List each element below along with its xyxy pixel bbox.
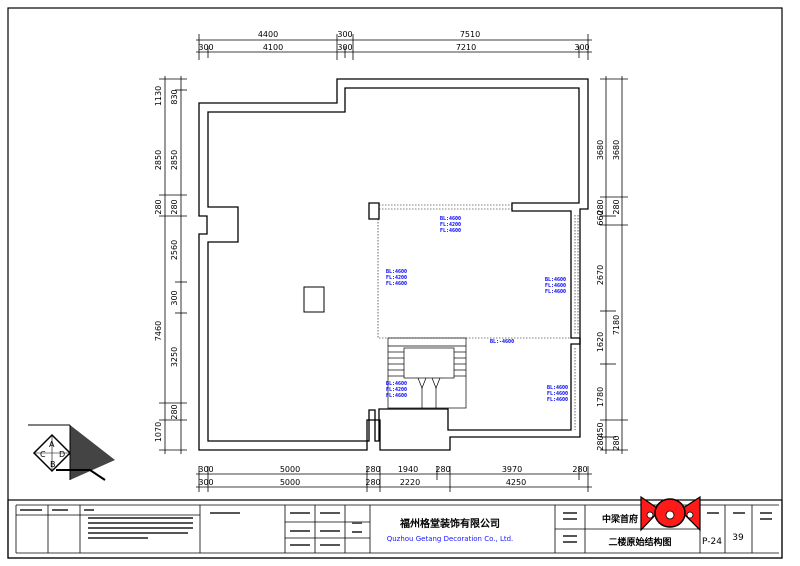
right-dimensions xyxy=(600,76,628,454)
floor-opening xyxy=(303,286,325,313)
dim-left-inner-4: 2560 xyxy=(170,240,179,260)
ceiling-tag-3-l2: FL:4600 xyxy=(545,283,566,289)
beam-tag: BL:-4600 xyxy=(490,339,514,345)
dim-right-inner-5: 1620 xyxy=(596,332,605,352)
dim-bottom-inner-1: 300 xyxy=(198,465,213,474)
dim-top-inner-2: 4100 xyxy=(263,43,283,52)
title-block-fine-print xyxy=(20,509,772,546)
ceiling-tag-5-l3: FL:4600 xyxy=(547,397,568,403)
dim-left-outer-2: 2850 xyxy=(154,150,163,170)
dim-bottom-inner-5: 280 xyxy=(435,465,450,474)
ceiling-tag-4-l3: FL:4600 xyxy=(386,393,407,399)
dim-top-outer-1: 4400 xyxy=(258,30,278,39)
left-dimensions xyxy=(159,76,187,454)
outer-wall xyxy=(198,78,589,451)
ceiling-tag-1-l2: FL:4200 xyxy=(440,222,461,228)
dim-right-inner-7: 280 xyxy=(596,435,605,450)
drawing-number: P-24 xyxy=(702,537,722,547)
ceiling-tag-2-l3: FL:4600 xyxy=(386,281,407,287)
ceiling-tag-2-l1: BL:4600 xyxy=(386,269,407,275)
dim-left-outer-1: 1130 xyxy=(154,86,163,106)
section-arrow-icon xyxy=(70,425,115,480)
dim-bottom-inner-7: 280 xyxy=(572,465,587,474)
dim-right-inner-2: 660 xyxy=(596,210,605,225)
ceiling-tag-4-l1: BL:4600 xyxy=(386,381,407,387)
dim-right-inner-3: 280 xyxy=(596,199,605,214)
dim-top-outer-2: 300 xyxy=(337,30,352,39)
dim-left-inner-3: 280 xyxy=(170,199,179,214)
stair-well xyxy=(368,202,380,220)
staircase xyxy=(387,337,467,409)
dim-top-inner-5: 300 xyxy=(574,43,589,52)
company-name-cn: 福州格堂装饰有限公司 xyxy=(399,517,500,530)
dim-bottom-inner-6: 3970 xyxy=(502,465,522,474)
dim-top-inner-3: 300 xyxy=(337,43,352,52)
left-dimension-labels: 1130 2850 280 7460 1070 830 2850 280 256… xyxy=(154,86,179,442)
dim-left-inner-1: 830 xyxy=(170,89,179,104)
dim-left-outer-3: 280 xyxy=(154,199,163,214)
page-number: 39 xyxy=(732,533,744,543)
dim-left-inner-2: 2850 xyxy=(170,150,179,170)
bottom-dimensions xyxy=(196,466,592,492)
dim-right-inner-4: 2670 xyxy=(596,265,605,285)
dim-right-outer-2: 280 xyxy=(612,199,621,214)
ceiling-tag-3-l1: BL:4600 xyxy=(545,277,566,283)
right-dimension-labels: 3680 660 280 2670 1620 1780 280 450 3680… xyxy=(596,140,621,451)
section-index-mark xyxy=(28,424,115,481)
dim-right-outer-3: 7180 xyxy=(612,315,621,335)
ceiling-tag-4-l2: FL:4200 xyxy=(386,387,407,393)
dim-top-inner-4: 7210 xyxy=(456,43,476,52)
dim-bottom-inner-4: 1940 xyxy=(398,465,418,474)
ceiling-tag-5-l1: BL:4600 xyxy=(547,385,568,391)
ceiling-tag-3-l3: FL:4600 xyxy=(545,289,566,295)
dim-left-inner-5: 300 xyxy=(170,290,179,305)
compass-a: A xyxy=(49,440,55,449)
dim-bottom-outer-5: 4250 xyxy=(506,478,526,487)
dim-right-outer-4: 280 xyxy=(612,435,621,450)
dim-left-inner-6: 3250 xyxy=(170,347,179,367)
project-name: 中梁首府 xyxy=(602,513,638,525)
dim-right-outer-1: 3680 xyxy=(612,140,621,160)
dim-right-inner-1: 3680 xyxy=(596,140,605,160)
dim-bottom-outer-2: 5000 xyxy=(280,478,300,487)
dim-right-inner-6: 1780 xyxy=(596,387,605,407)
compass-d: D xyxy=(59,450,65,459)
ceiling-tags: BL:4600 FL:4200 FL:4600 BL:4600 FL:4200 … xyxy=(386,216,568,403)
top-dimensions xyxy=(196,34,592,60)
ceiling-tag-2-l2: FL:4200 xyxy=(386,275,407,281)
dim-right-inner-8: 450 xyxy=(596,422,605,437)
red-bow-badge-icon xyxy=(640,495,701,532)
dim-bottom-inner-3: 280 xyxy=(365,465,380,474)
dim-left-outer-4: 7460 xyxy=(154,321,163,341)
compass-c: C xyxy=(40,450,46,459)
windows xyxy=(377,204,579,430)
compass-b: B xyxy=(50,460,56,469)
ceiling-tag-1-l3: FL:4600 xyxy=(440,228,461,234)
ceiling-tag-1-l1: BL:4600 xyxy=(440,216,461,222)
dim-bottom-outer-4: 2220 xyxy=(400,478,420,487)
dim-left-outer-5: 1070 xyxy=(154,422,163,442)
dim-bottom-inner-2: 5000 xyxy=(280,465,300,474)
dim-left-inner-7: 280 xyxy=(170,404,179,419)
inner-wall xyxy=(207,87,581,442)
dim-bottom-outer-3: 280 xyxy=(365,478,380,487)
company-name-en: Quzhou Getang Decoration Co., Ltd. xyxy=(387,535,514,543)
dim-top-outer-3: 7510 xyxy=(460,30,480,39)
dim-bottom-outer-1: 300 xyxy=(198,478,213,487)
ceiling-tag-5-l2: FL:4600 xyxy=(547,391,568,397)
walls xyxy=(198,78,589,451)
dim-top-inner-1: 300 xyxy=(198,43,213,52)
drawing-name: 二楼原始结构图 xyxy=(608,536,671,548)
